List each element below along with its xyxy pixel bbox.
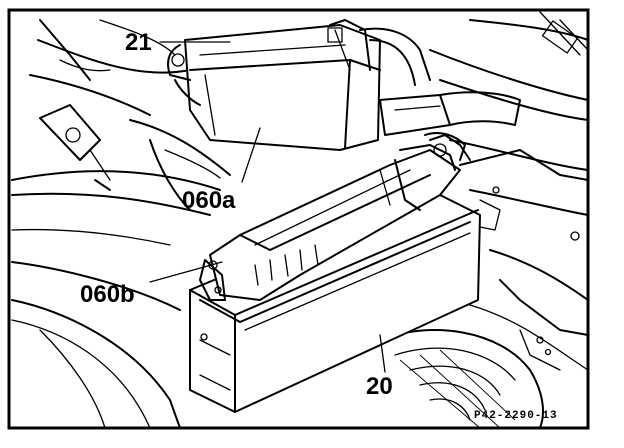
leader-lines: [149, 41, 386, 373]
leader-060b: [149, 261, 223, 283]
label-21: 21: [125, 29, 152, 56]
background-structure: [11, 11, 589, 429]
part-20-box: [189, 134, 481, 413]
label-060b: 060b: [80, 281, 135, 308]
part-21-housing: [167, 19, 521, 161]
leader-20: [379, 334, 386, 373]
leader-060a: [241, 127, 261, 183]
diagram-frame: [7, 8, 590, 430]
reference-code: P42-2290-13: [474, 410, 558, 422]
label-20: 20: [366, 373, 393, 400]
label-060a: 060a: [182, 187, 236, 214]
